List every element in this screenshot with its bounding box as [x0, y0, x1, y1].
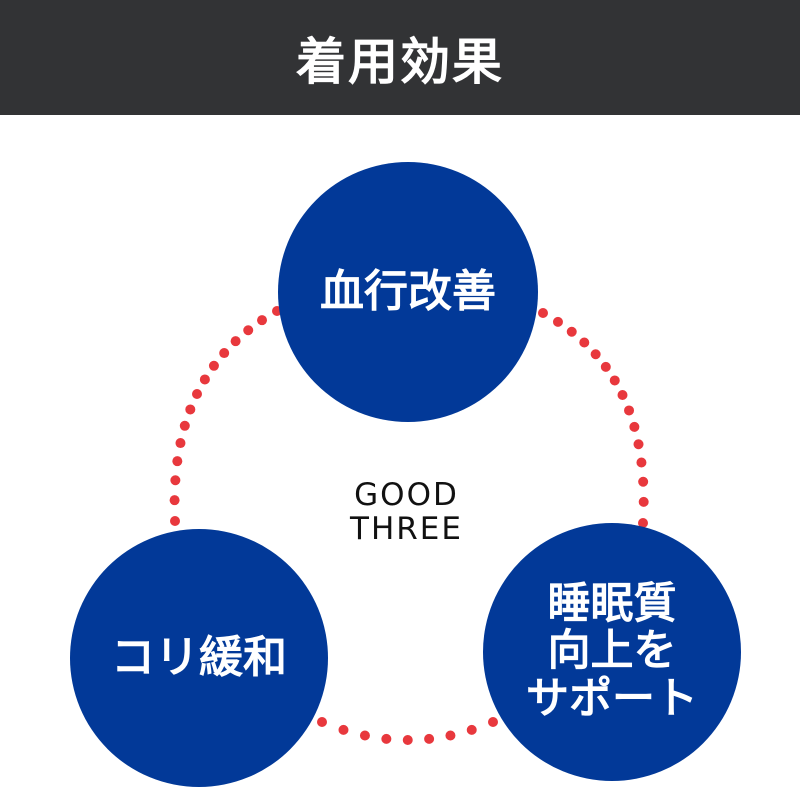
connector-dot — [172, 456, 183, 467]
connector-dot — [466, 724, 477, 735]
effect-label: コリ緩和 — [111, 631, 287, 683]
effect-circle-stiffness: コリ緩和 — [70, 529, 328, 787]
effect-label: 血行改善 — [320, 265, 496, 317]
connector-dot — [638, 496, 649, 507]
connector-dot — [424, 733, 435, 744]
connector-dot — [230, 336, 241, 347]
connector-dot — [170, 516, 180, 526]
connector-dot — [402, 735, 413, 745]
connector-dot — [169, 495, 180, 506]
connector-dot — [590, 349, 601, 360]
connector-dot — [488, 717, 498, 727]
connector-dot — [617, 390, 628, 400]
connector-dot — [629, 421, 640, 432]
logo-line2: THREE — [350, 511, 463, 547]
effect-label-line: 向上を — [547, 626, 677, 677]
connector-dot — [185, 404, 196, 415]
connector-dot — [170, 475, 181, 486]
connector-dot — [208, 360, 219, 371]
connector-dot — [538, 308, 548, 318]
effect-label-line: サポート — [526, 673, 698, 724]
effect-label-line: 睡眠質 — [547, 579, 677, 630]
connector-dot — [338, 724, 349, 735]
connector-dot — [445, 730, 456, 741]
connector-dot — [175, 438, 186, 449]
header-bar: 着用効果 — [0, 0, 800, 115]
connector-dot — [219, 348, 230, 359]
page-title: 着用効果 — [296, 32, 504, 91]
connector-dot — [636, 457, 647, 468]
connector-dot — [638, 476, 649, 487]
effect-circle-blood-flow: 血行改善 — [278, 162, 538, 422]
connector-dot — [317, 717, 327, 727]
logo-line1: GOOD — [354, 477, 459, 513]
connector-dot — [179, 420, 190, 431]
connector-dot — [243, 325, 254, 336]
connector-dot — [566, 326, 577, 337]
connector-dot — [199, 374, 210, 385]
connector-dot — [381, 733, 392, 744]
brand-logo: GOOD THREE — [344, 478, 469, 546]
connector-dot — [609, 375, 620, 386]
connector-dot — [624, 405, 635, 416]
connector-dot — [633, 439, 644, 450]
connector-dot — [600, 361, 611, 372]
connector-dot — [192, 389, 202, 399]
connector-dot — [359, 730, 370, 741]
connector-dot — [579, 337, 590, 348]
effect-circle-sleep: 睡眠質 向上を サポート — [483, 523, 741, 781]
connector-dot — [257, 315, 268, 326]
connector-dot — [552, 316, 563, 327]
